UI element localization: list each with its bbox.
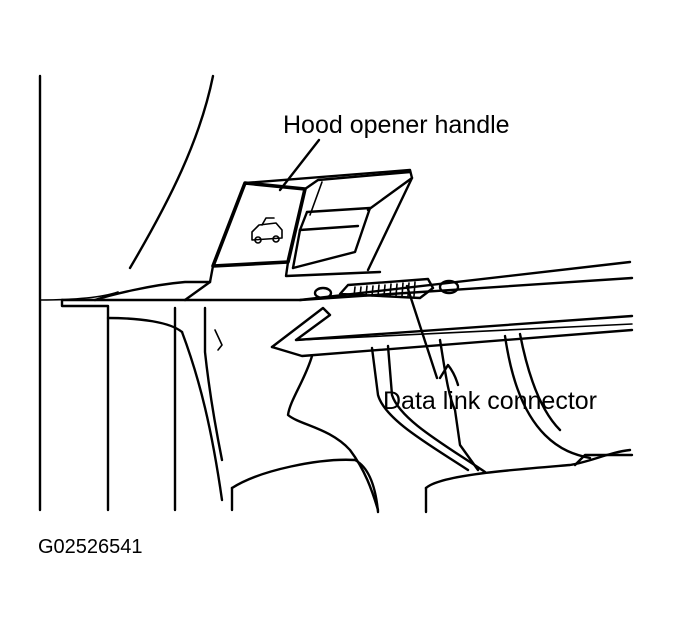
a-pillar [38, 74, 215, 512]
dash-fasteners [313, 279, 460, 300]
hood-opener-handle [208, 168, 414, 284]
under-dash-trim [270, 306, 634, 358]
pedal-assembly [286, 332, 592, 512]
kick-panel [60, 298, 224, 512]
dashboard-lower-panel [60, 260, 634, 302]
figure-id: G02526541 [38, 536, 143, 558]
data-link-connector [338, 277, 435, 300]
hood-opener-label: Hood opener handle [283, 111, 510, 139]
data-link-connector-label: Data link connector [383, 387, 598, 415]
leader-lines [278, 138, 460, 387]
floor-pedals [230, 448, 634, 514]
